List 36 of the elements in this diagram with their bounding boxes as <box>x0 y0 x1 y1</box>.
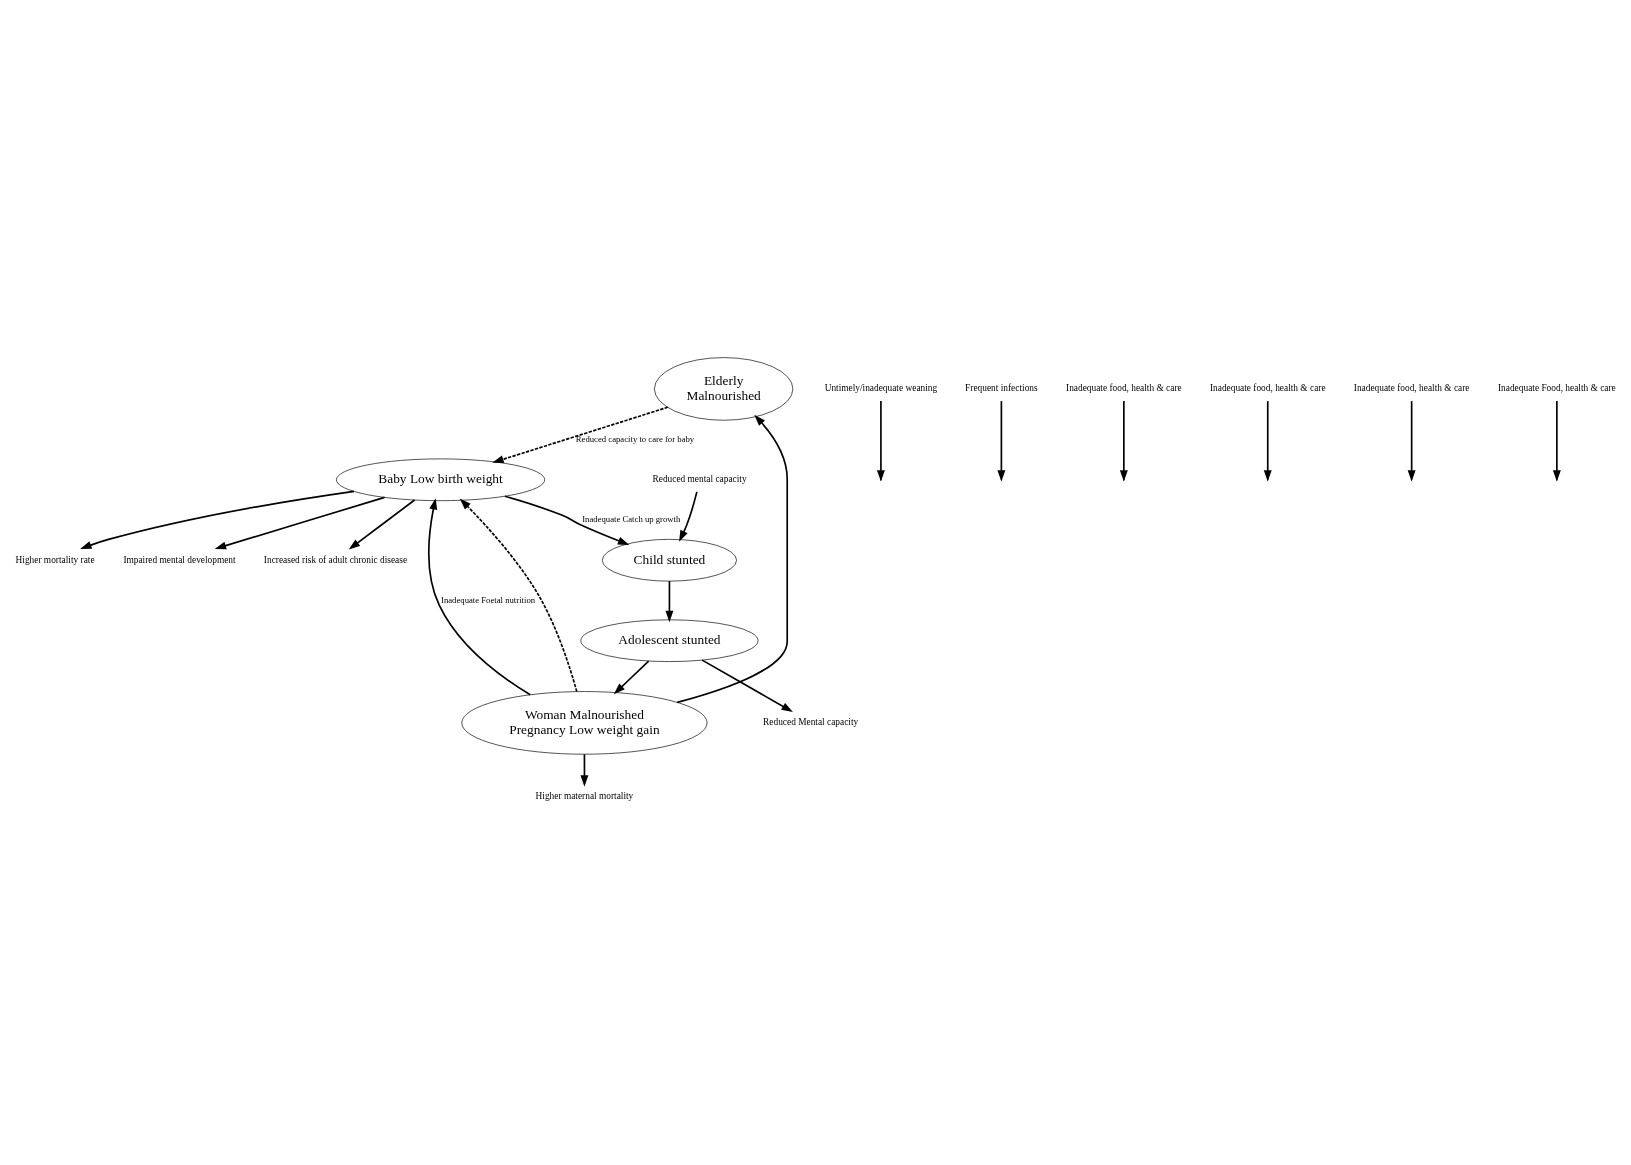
arrow <box>676 414 789 703</box>
node-text: Frequent infections <box>965 382 1038 393</box>
edge-label: Reduced capacity to care for baby <box>575 433 695 444</box>
node-text: Higher maternal mortality <box>535 790 634 801</box>
arrow <box>214 496 386 549</box>
node-text: Inadequate Food, health & care <box>1498 382 1616 393</box>
arrow <box>459 498 578 692</box>
edge-label: Inadequate Foetal nutrition <box>441 594 536 605</box>
node-text: Increased risk of adult chronic disease <box>263 554 408 565</box>
node-text: Impaired mental development <box>123 554 236 565</box>
node-text: Reduced mental capacity <box>652 473 747 484</box>
edge-label: Inadequate Catch up growth <box>582 513 681 524</box>
node-ellipse: Baby Low birth weight <box>336 458 546 501</box>
node-ellipse: Adolescent stunted <box>580 618 759 662</box>
node-text: Reduced Mental capacity <box>763 716 859 727</box>
node-text: Inadequate food, health & care <box>1353 382 1470 393</box>
node-text: Untimely/inadequate weaning <box>824 382 938 393</box>
node-text: Inadequate food, health & care <box>1209 382 1326 393</box>
arrow <box>348 498 416 550</box>
arrow <box>876 399 885 482</box>
arrow <box>665 579 674 622</box>
arrow <box>580 752 589 787</box>
arrow <box>80 490 355 549</box>
arrow <box>679 490 698 542</box>
node-text: Higher mortality rate <box>15 554 95 565</box>
arrow <box>997 399 1006 482</box>
node-text: Inadequate food, health & care <box>1066 382 1182 393</box>
node-ellipse: Woman Malnourished Pregnancy Low weight gain <box>461 690 708 755</box>
node-ellipse: Elderly Malnourished <box>654 356 794 421</box>
arrow <box>492 405 669 463</box>
arrow <box>1407 399 1416 482</box>
arrow <box>428 497 532 696</box>
arrow <box>613 659 650 694</box>
arrow <box>504 494 630 545</box>
arrow <box>1263 399 1272 482</box>
arrow <box>701 658 793 712</box>
